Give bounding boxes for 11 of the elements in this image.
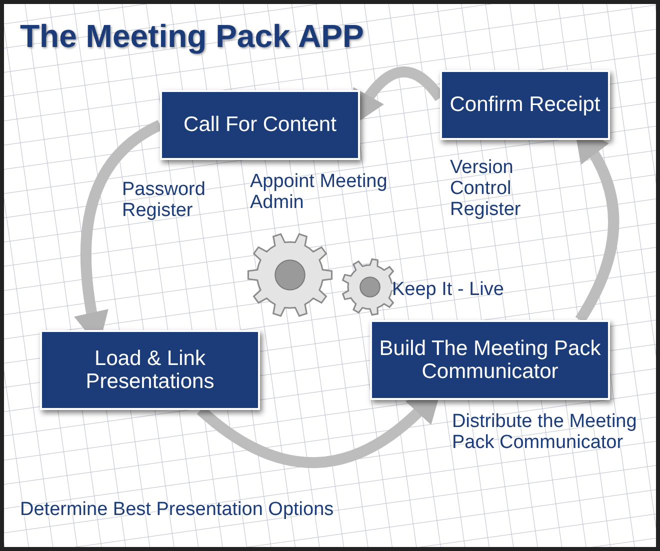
title: The Meeting Pack APP <box>20 18 364 55</box>
process-box: Load & Link Presentations <box>40 330 260 410</box>
task-label: Determine Best Presentation Options <box>20 500 335 521</box>
task-label: Appoint Meeting Admin <box>250 172 388 214</box>
task-label: Distribute the Meeting Pack Communicator <box>452 412 638 454</box>
process-box: Confirm Receipt <box>440 70 610 140</box>
process-box: Call For Content <box>160 90 360 160</box>
task-label: Version Control Register <box>450 158 522 221</box>
process-box: Build The Meeting Pack Communicator <box>370 320 610 400</box>
task-label: Keep It - Live <box>392 280 505 301</box>
task-label: Password Register <box>122 180 206 222</box>
